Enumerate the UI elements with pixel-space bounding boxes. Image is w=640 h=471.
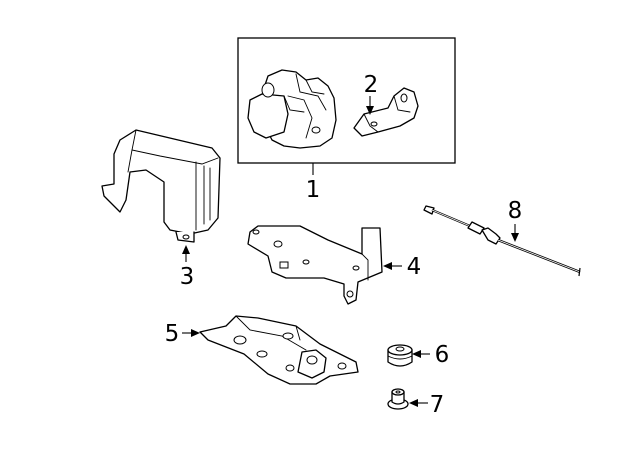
arrow-7 bbox=[409, 399, 418, 407]
arrow-5 bbox=[191, 329, 200, 337]
part-6-bushing[interactable] bbox=[387, 344, 413, 367]
part-3-cover[interactable] bbox=[101, 129, 221, 243]
part-1-group-box bbox=[237, 37, 456, 164]
callout-3[interactable]: 3 bbox=[180, 264, 195, 290]
callout-2[interactable]: 2 bbox=[364, 72, 379, 98]
part-4-plate[interactable] bbox=[247, 225, 383, 305]
part-2-bracket[interactable] bbox=[353, 87, 419, 137]
part-7-grommet[interactable] bbox=[387, 388, 409, 410]
callout-6[interactable]: 6 bbox=[435, 342, 450, 368]
arrow-3 bbox=[182, 245, 190, 254]
callout-4[interactable]: 4 bbox=[407, 254, 422, 280]
arrow-6 bbox=[412, 350, 421, 358]
arrow-4 bbox=[383, 262, 392, 270]
part-8-cable[interactable] bbox=[423, 205, 581, 277]
callout-1[interactable]: 1 bbox=[306, 177, 321, 203]
callout-7[interactable]: 7 bbox=[430, 392, 445, 418]
part-1-mount-module[interactable] bbox=[247, 69, 337, 149]
part-5-base-plate[interactable] bbox=[199, 315, 359, 385]
arrow-8 bbox=[511, 233, 519, 242]
callout-5[interactable]: 5 bbox=[165, 321, 180, 347]
arrow-2 bbox=[366, 106, 374, 115]
callout-8[interactable]: 8 bbox=[508, 198, 523, 224]
